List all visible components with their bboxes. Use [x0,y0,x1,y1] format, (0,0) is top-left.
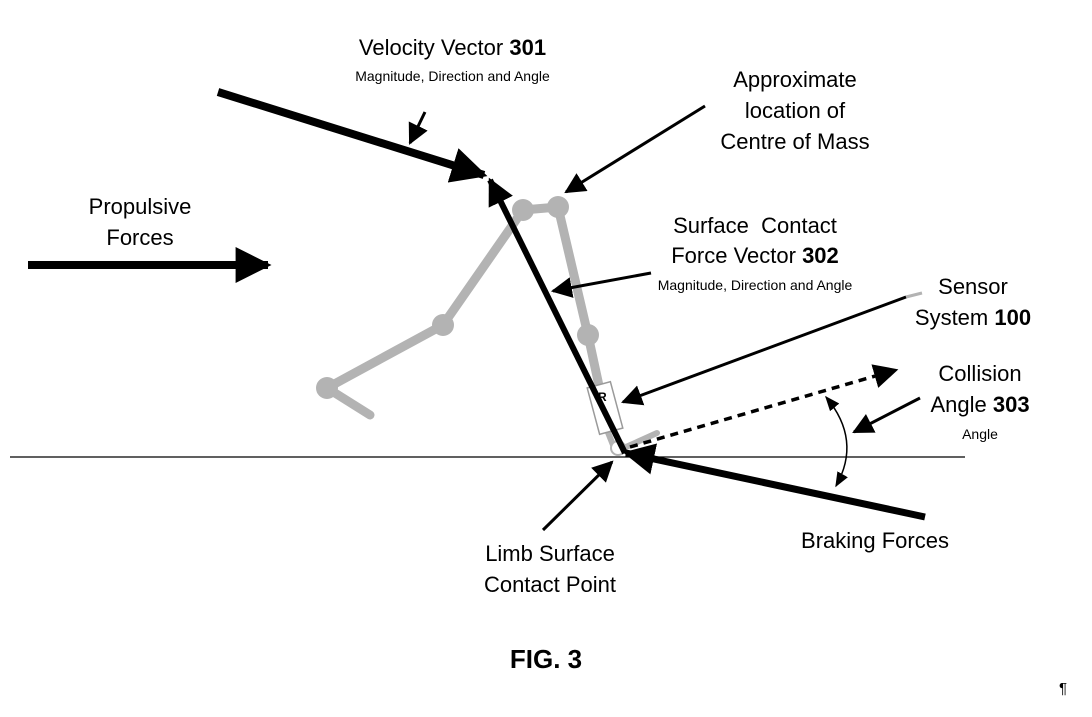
sensor-system-line1: Sensor [938,274,1008,299]
velocity-vector-subtitle: Magnitude, Direction and Angle [355,67,550,84]
joint-hip-left [512,199,534,221]
centre-of-mass-line3: Centre of Mass [720,129,870,154]
propulsive-forces-line2: Forces [106,225,174,250]
surface-contact-force-title: Force Vector [671,243,796,268]
limb-contact-label: Limb Surface Contact Point [460,538,640,600]
trailing-limb [322,202,563,420]
propulsive-forces-label: Propulsive Forces [70,191,210,253]
centre-of-mass-label: Approximate location of Centre of Mass [700,64,890,157]
figure-caption: FIG. 3 [509,644,583,674]
surface-contact-force-subtitle: Magnitude, Direction and Angle [657,277,853,293]
collision-angle-subtitle: Angle [962,426,998,442]
centre-of-mass-line2: location of [744,98,846,123]
collision-angle-title: Angle [930,392,987,417]
sensor-marker-label: R [598,390,607,404]
pilcrow-mark: ¶ [1059,680,1068,697]
sensor-system-pointer-arrow [621,295,907,406]
velocity-vector-title: Velocity Vector [358,35,504,60]
velocity-vector-label: Velocity Vector 301 Magnitude, Direction… [335,34,570,90]
collision-angle-arc [825,395,848,488]
propulsive-forces-line1: Propulsive [88,194,192,219]
sensor-system-pointer-line [905,291,923,299]
surface-contact-force-arrow [487,177,628,455]
surface-contact-force-label: Surface Contact Force Vector 302 Magnitu… [650,211,860,299]
sensor-system-label: Sensor System 100 [898,271,1048,333]
collision-angle-pointer-arrow [852,396,921,434]
braking-forces-arrow [622,443,926,521]
limb-contact-line2: Contact Point [483,572,617,597]
centre-of-mass-pointer-arrow [564,104,706,194]
collision-direction-dashed-arrow [629,364,899,449]
velocity-vector-arrow [216,88,488,183]
joint-hip-trailing [432,314,454,336]
braking-forces-text: Braking Forces [801,528,949,553]
centre-of-mass-line1: Approximate [733,67,857,92]
collision-angle-label: Collision Angle 303 Angle [910,358,1050,448]
velocity-vector-number: 301 [509,35,547,60]
braking-forces-label: Braking Forces [780,527,970,555]
sensor-system-number: 100 [994,305,1032,330]
joint-hip-right [547,196,569,218]
surface-contact-force-number: 302 [802,243,839,268]
limb-contact-line1: Limb Surface [485,541,615,566]
surface-force-pointer-arrow [550,271,652,298]
velocity-pointer-arrow [408,111,428,145]
collision-angle-number: 303 [992,392,1030,417]
joint-knee-trailing [316,377,338,399]
limb-contact-pointer-arrow [541,460,614,532]
collision-angle-line1: Collision [938,361,1022,386]
joint-knee-leading [577,324,599,346]
surface-contact-force-line1: Surface Contact [673,213,837,238]
sensor-system-title: System [914,305,989,330]
